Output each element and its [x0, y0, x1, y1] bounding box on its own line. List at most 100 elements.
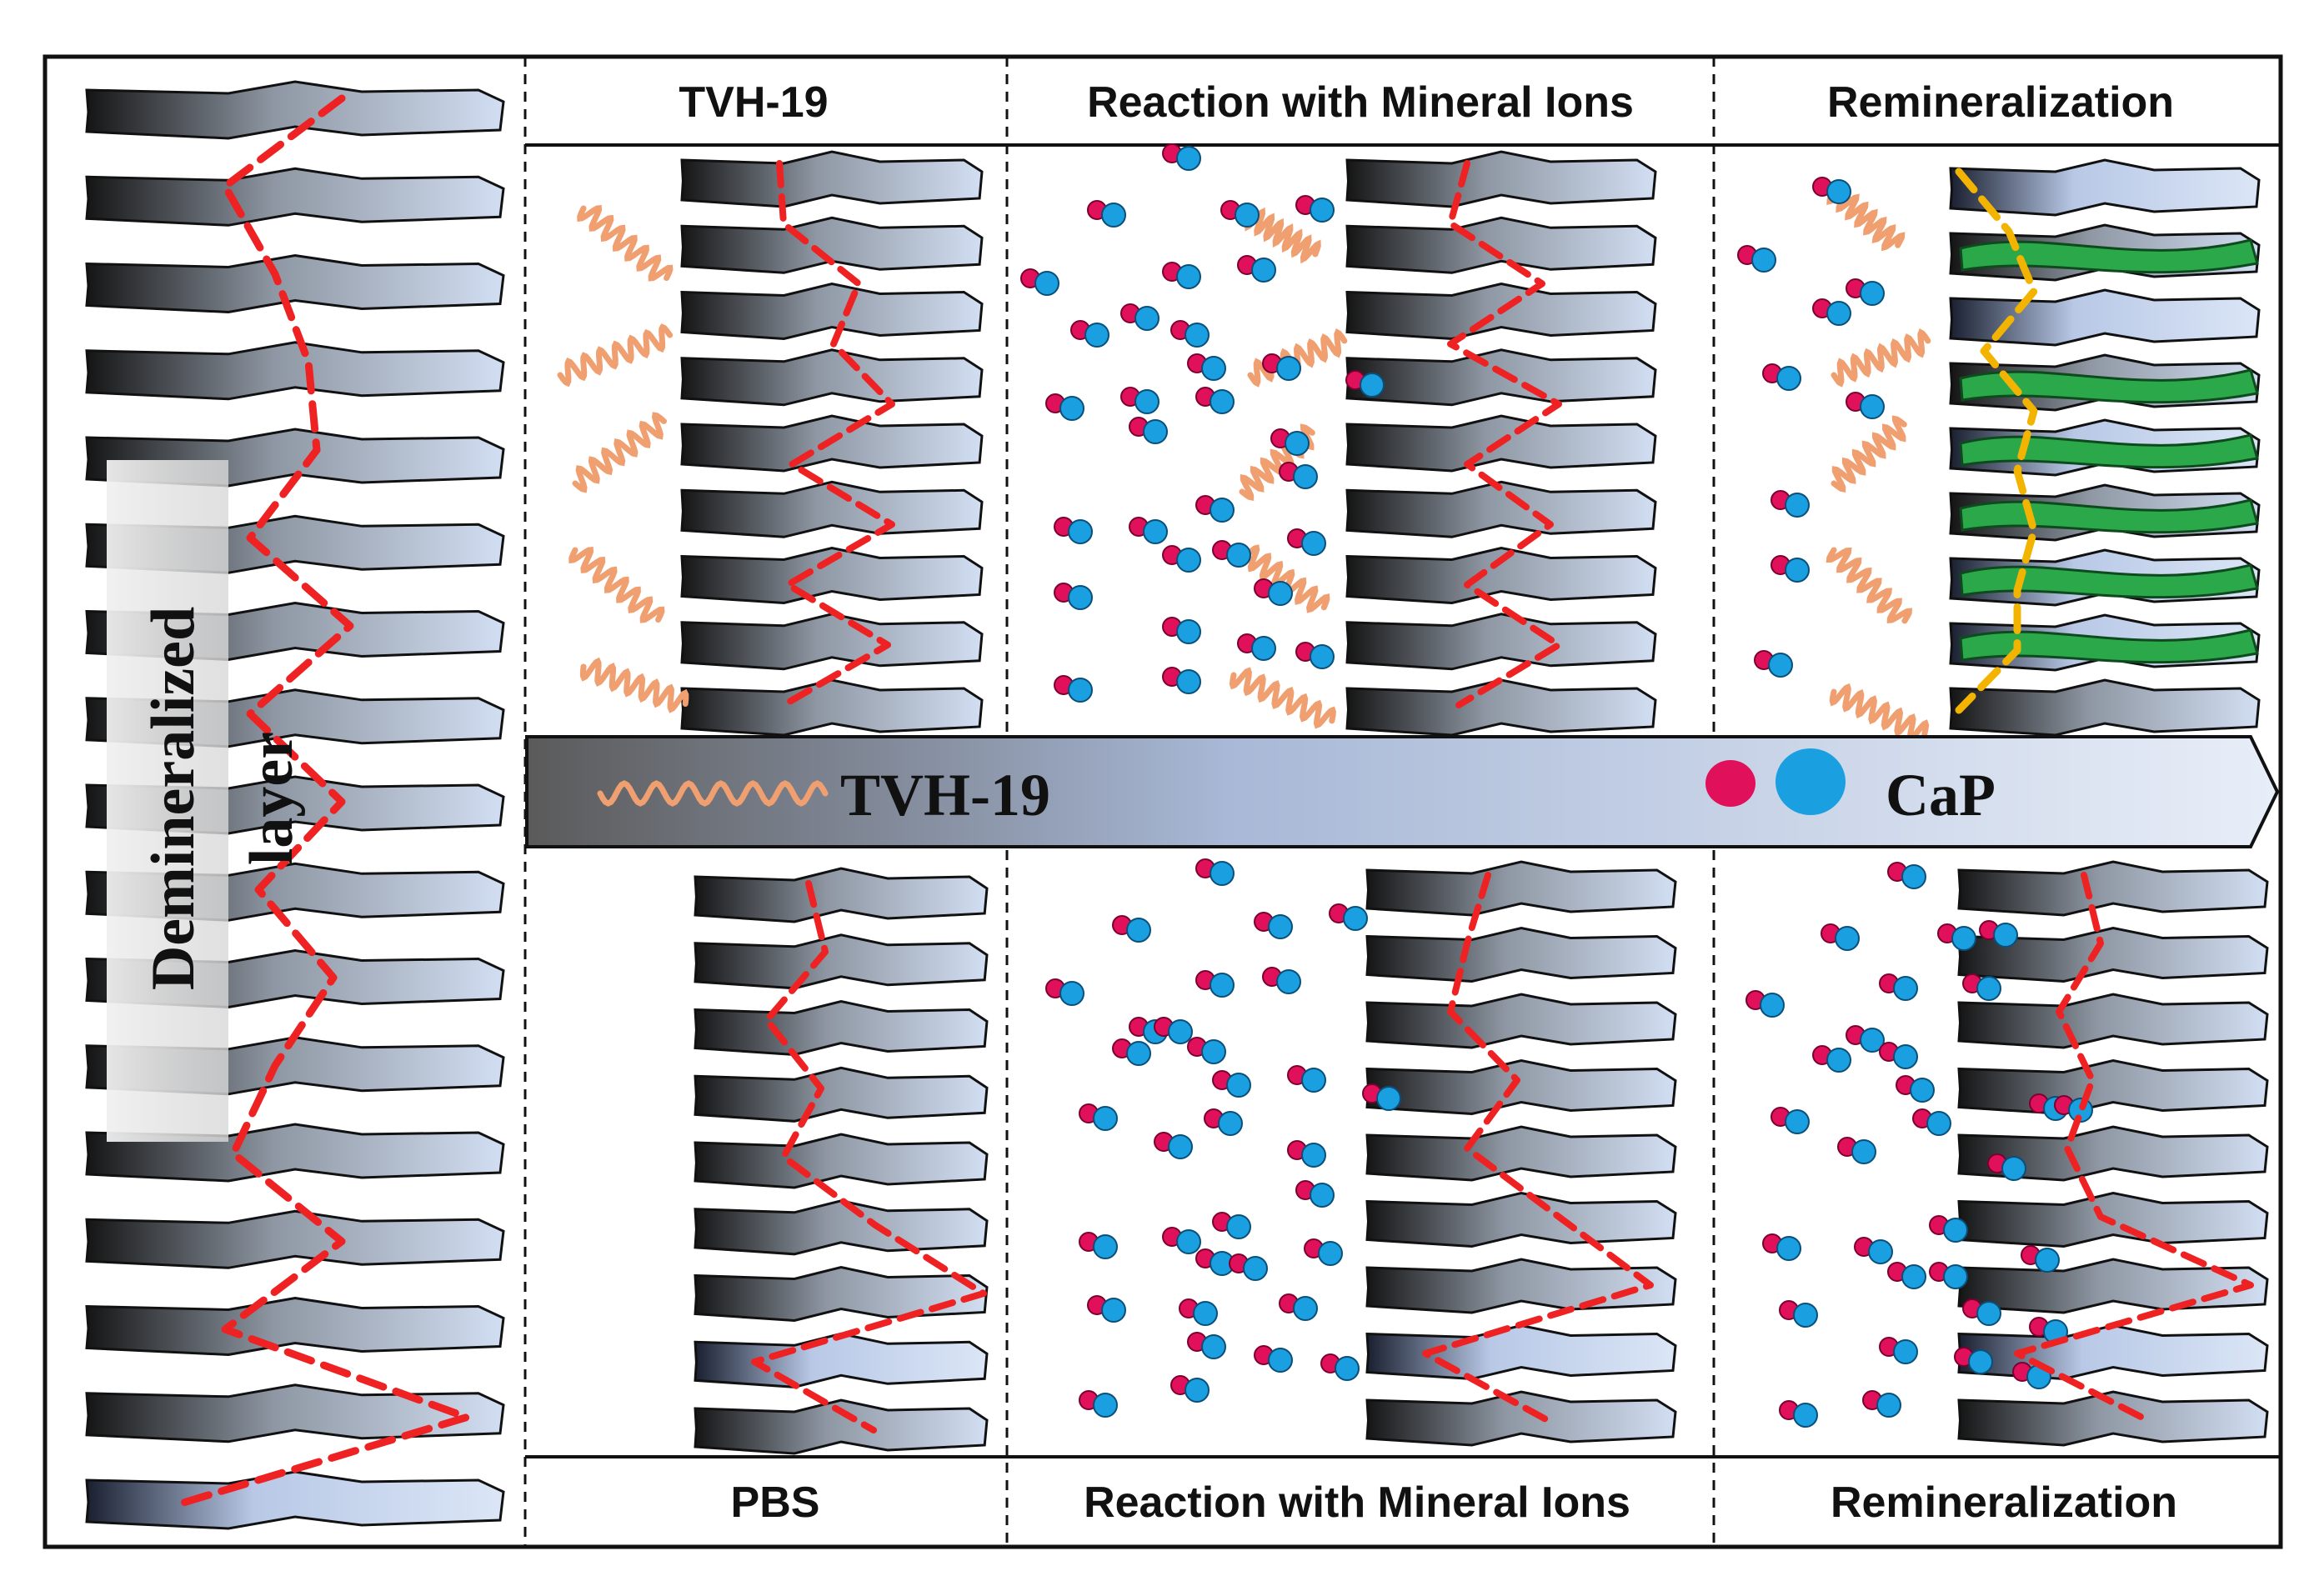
- peptide-helix-icon: [1826, 547, 1912, 624]
- phosphate-ion-icon: [1176, 548, 1201, 573]
- phosphate-ion-icon: [1210, 389, 1235, 414]
- collagen-fibril-icon: [1365, 1058, 1677, 1116]
- network-line: [1422, 872, 1654, 1425]
- collagen-fibril-icon: [1345, 546, 1657, 605]
- phosphate-ion-icon: [1093, 1106, 1118, 1131]
- phosphate-ion-icon: [1210, 498, 1235, 523]
- collagen-fibril-icon: [1365, 1125, 1677, 1182]
- collagen-fibril-icon: [1345, 613, 1657, 671]
- phosphate-ion-icon: [1768, 653, 1793, 678]
- phosphate-ion-icon: [1893, 1339, 1918, 1364]
- peptide-helix-icon: [572, 412, 667, 493]
- collagen-fibril-icon: [680, 480, 984, 538]
- phosphate-ion-icon: [1860, 1028, 1885, 1053]
- collagen-fibril-icon: [1365, 926, 1677, 983]
- phosphate-ion-icon: [1185, 1378, 1210, 1403]
- phosphate-ion-icon: [1201, 1334, 1226, 1359]
- collagen-fibril-icon: [1957, 1258, 2269, 1314]
- phosphate-ion-icon: [1218, 1111, 1243, 1136]
- phosphate-ion-icon: [1134, 389, 1159, 414]
- peptide-helix-icon: [557, 323, 674, 388]
- peptide-helix-icon: [1235, 544, 1330, 613]
- phosphate-ion-icon: [1168, 1134, 1193, 1159]
- collagen-fibril-icon: [694, 1066, 989, 1123]
- collagen-fibril-icon: [1365, 993, 1677, 1049]
- collagen-fibril-icon: [694, 867, 989, 923]
- collagen-fibril-icon: [85, 253, 505, 314]
- phosphate-ion-icon: [1176, 1229, 1201, 1254]
- phosphate-ion-icon: [1310, 1183, 1335, 1208]
- peptide-helix-icon: [1826, 186, 1906, 252]
- phosphate-ion-icon: [1176, 619, 1201, 644]
- network-line: [751, 880, 987, 1433]
- phosphate-ion-icon: [1868, 1239, 1893, 1264]
- header-bottom-col3: Remineralization: [1831, 1478, 2177, 1527]
- phosphate-ion-icon: [1793, 1403, 1818, 1428]
- phosphate-ion-icon: [1285, 431, 1310, 456]
- collagen-fibril-icon: [1345, 480, 1657, 538]
- header-bottom-col2: Reaction with Mineral Ions: [1084, 1478, 1630, 1527]
- header-top-col2: Reaction with Mineral Ions: [1087, 78, 1634, 127]
- side-label-line2: layer: [238, 732, 306, 865]
- phosphate-ion-icon: [1185, 323, 1210, 348]
- phosphate-ion-icon: [1268, 581, 1293, 606]
- collagen-fibril-icon: [1949, 158, 2261, 217]
- phosphate-ion-icon: [1176, 146, 1201, 171]
- phosphate-ion-icon: [1251, 636, 1276, 661]
- collagen-fibril-icon: [1345, 678, 1657, 737]
- phosphate-ion-icon: [1093, 1234, 1118, 1259]
- network-line: [171, 94, 471, 1509]
- side-label-line1: Demineralized: [139, 607, 208, 990]
- collagen-fibril-icon: [85, 1383, 505, 1443]
- phosphate-ion-icon: [1059, 981, 1084, 1006]
- phosphate-ion-icon: [1901, 1264, 1926, 1289]
- phosphate-ion-icon: [1143, 519, 1168, 544]
- phosphate-ion-icon: [1068, 585, 1093, 610]
- phosphate-ion-icon: [1293, 1296, 1318, 1321]
- phosphate-ion-icon: [1176, 669, 1201, 694]
- phosphate-ion-icon: [1251, 258, 1276, 283]
- collagen-fibril-icon: [680, 678, 984, 737]
- collagen-fibril-icon: [694, 999, 989, 1057]
- phosphate-ion-icon: [1093, 1393, 1118, 1418]
- collagen-fibril-icon: [680, 216, 984, 274]
- phosphate-ion-icon: [1901, 864, 1926, 889]
- mineral-deposit: [1959, 433, 2259, 469]
- collagen-fibril-icon: [1365, 1191, 1677, 1248]
- collagen-fibril-icon: [85, 341, 505, 401]
- mineral-deposit: [1959, 563, 2259, 599]
- phosphate-ion-icon: [1826, 301, 1851, 326]
- phosphate-ion-icon: [1201, 1039, 1226, 1064]
- peptide-helix-icon: [1831, 415, 1907, 493]
- phosphate-ion-icon: [1310, 198, 1335, 223]
- phosphate-ion-icon: [1335, 1356, 1360, 1381]
- phosphate-ion-icon: [1176, 264, 1201, 289]
- phosphate-ion-icon: [1851, 1139, 1876, 1164]
- phosphate-ion-icon: [1360, 373, 1385, 398]
- collagen-fibril-icon: [1957, 1125, 2269, 1182]
- peptide-layer: [557, 186, 1931, 743]
- collagen-fibril-icon: [1957, 926, 2269, 983]
- phosphate-ion-icon: [1210, 973, 1235, 998]
- peptide-helix-icon: [597, 780, 829, 807]
- phosphate-ion-icon: [1134, 306, 1159, 331]
- phosphate-ion-icon: [1226, 1214, 1251, 1239]
- collagen-fibril-icon: [1957, 860, 2269, 917]
- phosphate-ion-icon: [1126, 1041, 1151, 1066]
- phosphate-ion-icon: [1785, 558, 1810, 583]
- collagen-fibril-icon: [694, 1133, 989, 1189]
- peptide-helix-icon: [568, 546, 665, 623]
- collagen-fibril-layer: [85, 80, 2269, 1530]
- collagen-fibril-icon: [1949, 678, 2261, 737]
- collagen-fibril-icon: [694, 1398, 989, 1455]
- network-line-layer: [171, 94, 2254, 1509]
- collagen-fibril-icon: [680, 348, 984, 407]
- phosphate-ion-icon: [1376, 1086, 1401, 1111]
- collagen-fibril-icon: [694, 1199, 989, 1256]
- peptide-helix-icon: [1229, 667, 1336, 729]
- collagen-fibril-icon: [1957, 1390, 2269, 1447]
- collagen-fibril-icon: [680, 613, 984, 671]
- network-line: [2014, 872, 2254, 1425]
- arrow-peptide-label: TVH-19: [840, 762, 1050, 828]
